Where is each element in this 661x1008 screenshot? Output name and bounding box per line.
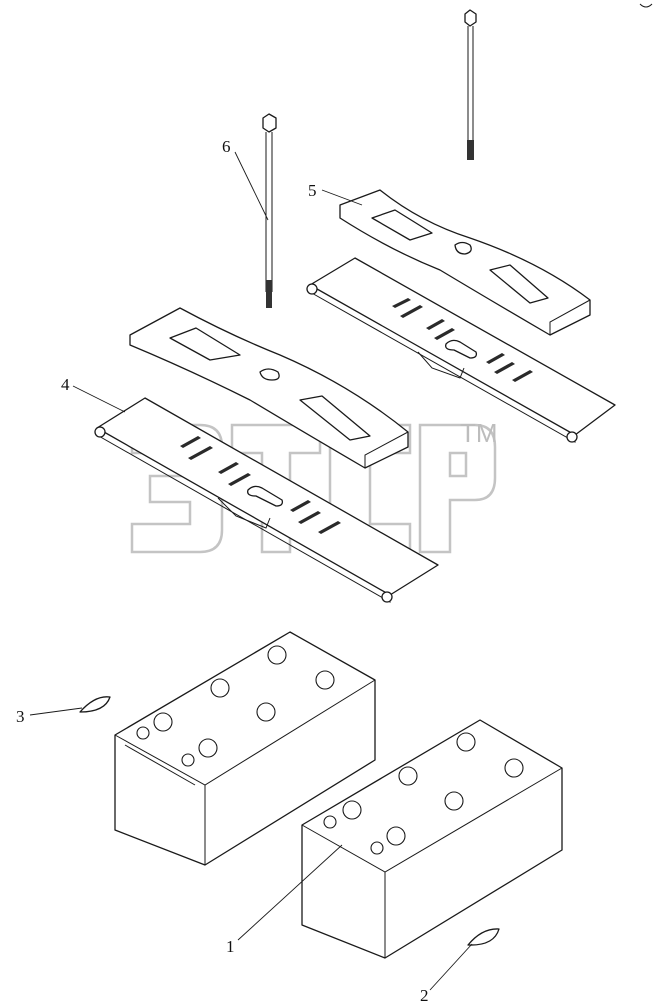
clamp-bar-5 bbox=[339, 189, 591, 336]
bolt-rear bbox=[464, 9, 477, 160]
callout-4: 4 bbox=[61, 375, 70, 394]
strap-4 bbox=[94, 397, 439, 603]
leader-lines bbox=[29, 151, 473, 991]
watermark-tm: TM bbox=[460, 418, 498, 448]
callout-5: 5 bbox=[308, 181, 317, 200]
strap-upper bbox=[306, 257, 616, 443]
clamp-bar-lower bbox=[129, 307, 409, 469]
corner-mark bbox=[639, 3, 653, 8]
bolt-6 bbox=[262, 113, 277, 308]
terminal-cover-2 bbox=[467, 928, 500, 946]
callout-3: 3 bbox=[16, 707, 25, 726]
terminal-cover-3 bbox=[79, 696, 111, 713]
battery-rear bbox=[114, 631, 376, 866]
callout-1: 1 bbox=[226, 937, 235, 956]
callout-6: 6 bbox=[222, 137, 231, 156]
battery-front bbox=[301, 719, 563, 959]
callout-2: 2 bbox=[420, 986, 429, 1005]
